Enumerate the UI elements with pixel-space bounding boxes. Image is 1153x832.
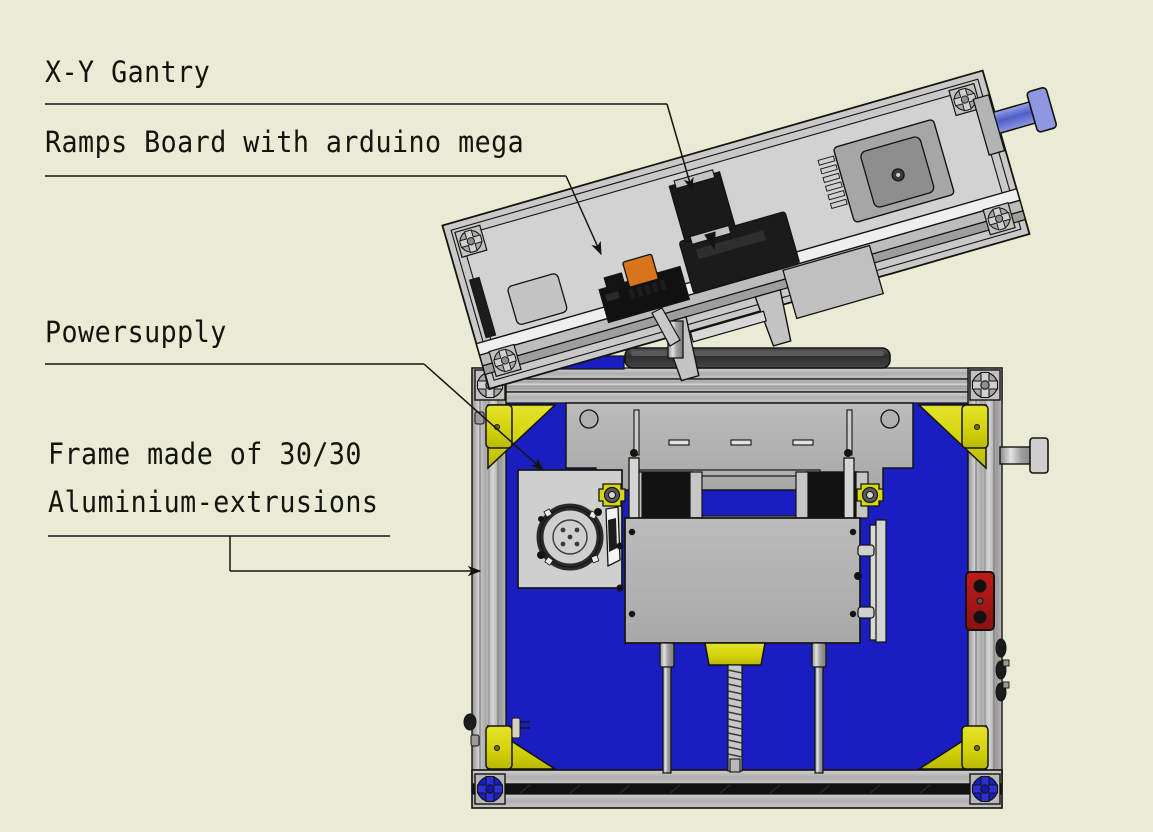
x-axis-rail-assembly xyxy=(628,457,869,529)
annotation-label-ramps-board: Ramps Board with arduino mega xyxy=(45,125,525,159)
leader-powersupply-arrow xyxy=(423,363,545,471)
corner-cap-bottom-right xyxy=(969,773,1001,805)
annotation-leaders xyxy=(45,103,694,577)
right-side-knob xyxy=(999,437,1049,474)
print-bed xyxy=(624,347,891,369)
annotation-label-xy-gantry: X-Y Gantry xyxy=(45,55,211,89)
leader-xy-gantry-arrow xyxy=(666,103,694,192)
corner-cap-bottom-left xyxy=(474,773,506,805)
corner-gusset-top-right xyxy=(917,404,989,470)
annotation-label-frame-line1: Frame made of 30/30 xyxy=(48,437,362,471)
top-extrusion-rail xyxy=(471,367,1003,404)
bottom-extrusion-rail xyxy=(471,769,1003,809)
ramps-orange-module xyxy=(622,253,659,288)
corner-gusset-bottom-right xyxy=(916,724,989,770)
red-terminal-block xyxy=(965,571,995,631)
side-bracket-strip xyxy=(875,519,887,643)
ramps-board xyxy=(598,253,691,324)
gantry-blue-knob xyxy=(972,86,1058,156)
corner-gusset-bottom-left xyxy=(463,713,558,770)
pulley-right xyxy=(856,483,884,507)
leader-ramps-arrow xyxy=(565,175,602,256)
annotation-label-frame-line2: Aluminium-extrusions xyxy=(48,485,379,519)
gantry-left-panel xyxy=(507,273,568,326)
x-carriage-block-left xyxy=(639,471,693,519)
center-carriage-box xyxy=(624,517,862,644)
powersupply-fan xyxy=(536,503,604,571)
corner-cap-top-right xyxy=(969,369,1001,401)
pulley-left xyxy=(598,483,626,507)
right-column-connectors xyxy=(995,638,1010,702)
xy-gantry-assembly xyxy=(441,69,1058,390)
z-lead-screw xyxy=(704,642,766,773)
z-axis-rods xyxy=(659,642,827,774)
annotation-label-powersupply: Powersupply xyxy=(45,315,227,349)
gantry-left-connector xyxy=(468,276,497,339)
main-frame-assembly xyxy=(463,347,1049,809)
gantry-driver-board xyxy=(817,119,955,223)
gantry-to-bed-rod xyxy=(651,307,684,359)
